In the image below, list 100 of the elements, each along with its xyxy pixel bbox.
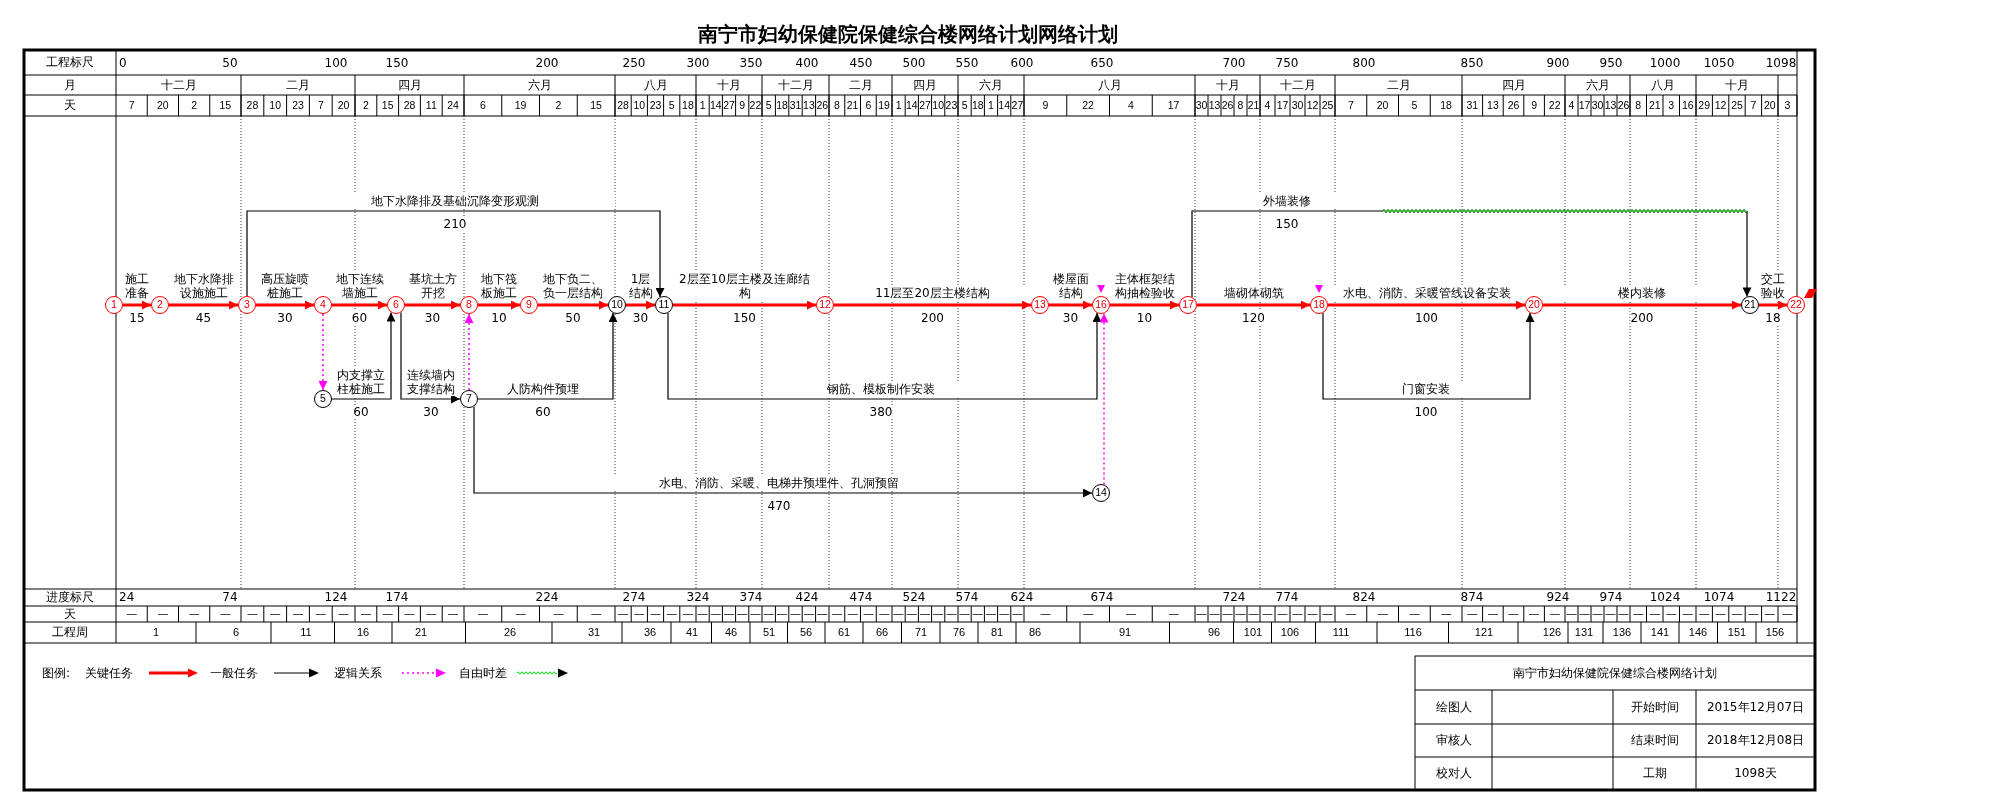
month-label: 四月 [913,77,937,94]
scale-tick-label: 324 [686,589,710,606]
week-number: 116 [1404,625,1422,640]
day-label: 20 [337,98,350,113]
day-label: 15 [219,98,232,113]
scale-tick-label: 400 [795,55,819,72]
scale-tick-label: 600 [1010,55,1034,72]
scale-tick-label: 50 [222,55,238,72]
empty-day-dash: — [126,607,137,621]
day-label: 15 [590,98,602,113]
event-node: 1 [105,296,123,314]
event-node: 3 [238,296,256,314]
empty-day-dash: — [1508,607,1519,621]
empty-day-dash: — [986,607,996,621]
empty-day-dash: — [1377,607,1388,621]
event-node: 22 [1787,296,1805,314]
day-label: 13 [1604,98,1617,113]
week-number: 96 [1207,625,1221,640]
day-label: 10 [633,98,646,113]
activity-arrow [1110,300,1179,310]
empty-day-dash: — [697,607,708,621]
empty-day-dash: — [650,607,661,621]
activity-arrow [1759,300,1787,310]
day-label: 24 [447,98,459,113]
empty-day-dash: — [972,607,983,621]
day-label: 1 [988,98,994,113]
empty-day-dash: — [448,607,459,621]
day-label: 27 [919,98,931,113]
week-number: 111 [1332,625,1350,640]
activity-arrow [405,300,460,310]
duration-label: 60 [353,405,369,419]
empty-day-dash: — [1529,607,1540,621]
empty-day-dash: — [404,607,415,621]
day-label: 4 [1264,98,1271,113]
empty-day-dash: — [220,607,231,621]
day-label: 31 [789,98,802,113]
day-label: 2 [191,98,198,113]
month-label: 十月 [1725,77,1749,94]
empty-day-dash: — [1125,607,1136,621]
field-value: 2018年12月08日 [1706,732,1805,749]
empty-day-dash: — [790,607,801,621]
day-label: 30 [1195,98,1208,113]
day-label: 19 [514,98,527,113]
event-node: 6 [387,296,405,314]
duration-label: 100 [1415,311,1438,325]
row-header: 进度标尺 [46,589,94,606]
scale-tick-label: 550 [955,55,979,72]
empty-day-dash: — [1549,607,1560,621]
day-label: 26 [1617,98,1630,113]
duration-label: 380 [869,405,893,419]
activity-arrow [169,300,238,310]
scale-tick-label: 1000 [1649,55,1681,72]
empty-day-dash: — [477,607,488,621]
month-label: 四月 [397,77,422,94]
scale-tick-label: 150 [385,55,409,72]
week-number: 86 [1028,625,1042,640]
scale-tick-label: 824 [1352,589,1376,606]
day-label: 17 [1578,98,1591,113]
diagram-title: 南宁市妇幼保健院保健综合楼网络计划网络计划 [698,22,1118,46]
legend-text: 一般任务 [210,665,258,682]
day-label: 16 [1681,98,1694,113]
day-label: 26 [1507,98,1520,113]
day-label: 18 [776,98,788,113]
empty-day-dash: — [1040,607,1051,621]
scale-tick-label: 650 [1090,55,1114,72]
activity-arrow [331,311,396,400]
day-label: 10 [269,98,282,113]
event-node: 5 [314,390,332,408]
empty-day-dash: — [618,607,629,621]
empty-day-dash: — [1012,607,1023,621]
duration-label: 30 [632,311,649,325]
event-node: 12 [816,296,834,314]
day-label: 6 [865,98,872,113]
duration-label: 45 [195,311,212,325]
week-number: 136 [1612,625,1632,640]
empty-day-dash: — [831,607,842,621]
scale-tick-label: 374 [739,589,763,606]
activity-arrow [834,300,1031,310]
day-label: 2 [555,98,562,113]
day-label: 2 [362,98,369,113]
empty-day-dash: — [959,607,970,621]
day-label: 20 [157,98,169,113]
day-label: 22 [1548,98,1561,113]
week-number: 101 [1243,625,1263,640]
empty-day-dash: — [382,607,393,621]
field-label: 绘图人 [1435,699,1472,716]
week-number: 151 [1727,625,1747,640]
week-number: 41 [685,625,699,640]
field-label: 审核人 [1435,732,1472,749]
empty-day-dash: — [1168,607,1179,621]
day-label: 13 [803,98,815,113]
week-number: 21 [414,625,428,640]
duration-label: 30 [1062,311,1079,325]
empty-day-dash: — [920,607,930,621]
empty-day-dash: — [906,607,917,621]
event-node: 8 [460,296,478,314]
empty-day-dash: — [426,607,437,621]
empty-day-dash: — [157,607,168,621]
activity-arrow [256,300,314,310]
week-number: 81 [990,625,1004,640]
